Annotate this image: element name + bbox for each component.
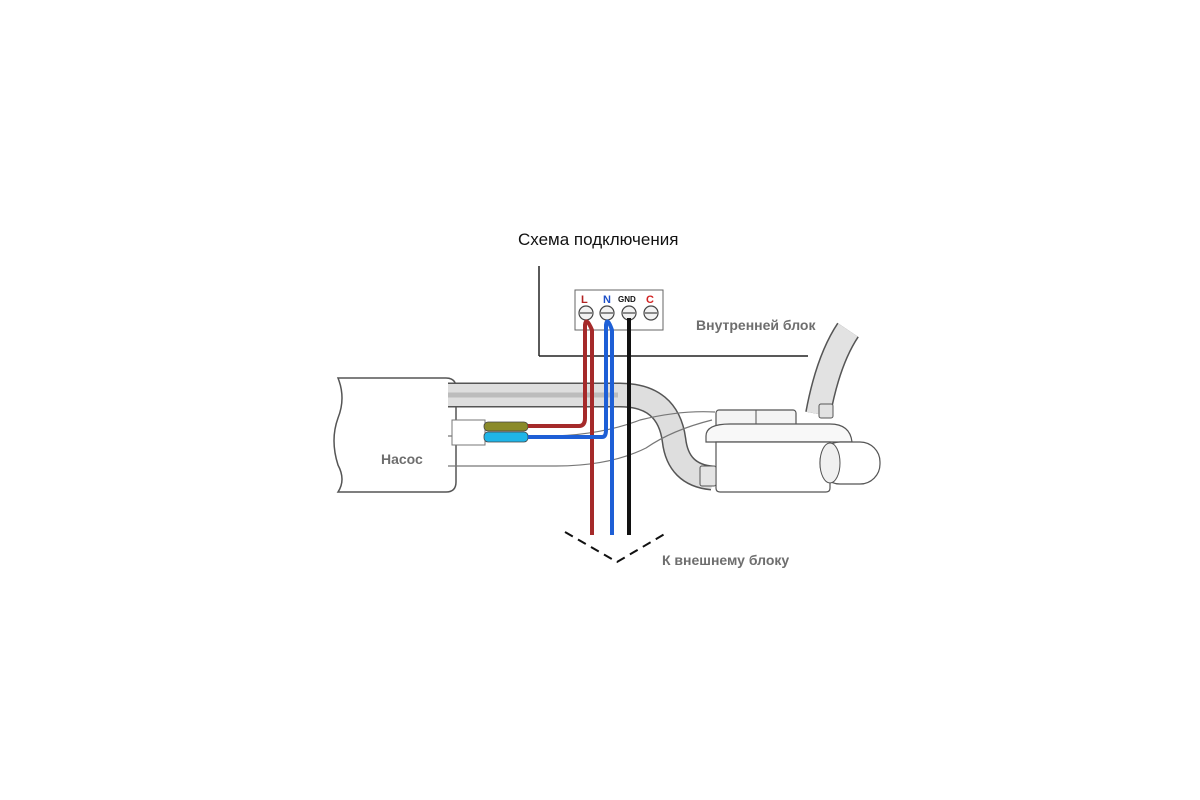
blue-wire-insulation	[483, 431, 529, 443]
indoor-unit-label: Внутренней блок	[696, 317, 816, 333]
pump-body	[333, 377, 457, 493]
cable-sleeve	[451, 419, 486, 446]
terminal-label-gnd: GND	[618, 295, 636, 304]
lower-cable-sheath	[448, 411, 716, 467]
diagram-title: Схема подключения	[518, 230, 678, 249]
terminal-screw-icon	[643, 305, 659, 321]
wire-l	[528, 319, 594, 535]
terminal-screw-icon	[599, 305, 615, 321]
terminal-label-l: L	[581, 294, 588, 306]
outdoor-unit-label: К внешнему блоку	[662, 552, 789, 568]
condensate-pump-unit	[699, 322, 881, 493]
brown-green-wire-insulation	[483, 421, 529, 432]
chevron-down-icon	[564, 531, 669, 564]
wire-n	[528, 319, 614, 535]
upper-hose	[448, 382, 714, 491]
terminal-block: L N GND C	[574, 289, 664, 331]
terminal-label-n: N	[603, 294, 611, 306]
terminal-screw-icon	[621, 305, 637, 321]
terminal-label-c: C	[646, 294, 654, 306]
terminal-screw-icon	[578, 305, 594, 321]
pump-label: Насос	[381, 451, 423, 467]
